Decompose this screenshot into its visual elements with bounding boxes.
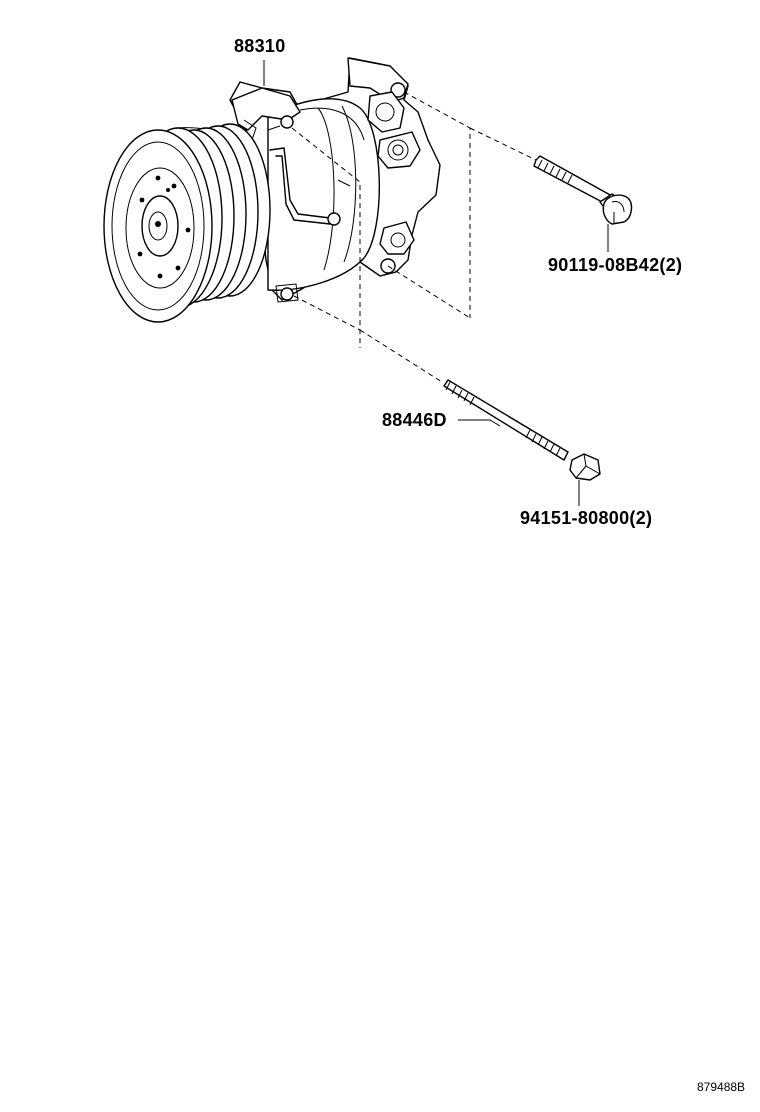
stud-bolt-88446d (443, 379, 569, 461)
part-number-94151-80800[interactable]: 94151-80800(2) (520, 508, 653, 528)
part-number-88446d[interactable]: 88446D (382, 410, 447, 430)
phantom-lines (291, 91, 541, 383)
nut-94151-80800 (569, 453, 601, 481)
leader-lines (263, 60, 609, 506)
part-number-90119-08b42[interactable]: 90119-08B42(2) (548, 255, 683, 275)
part-number-88310[interactable]: 88310 (234, 36, 286, 56)
diagram-code: 879488B (697, 1080, 746, 1094)
compressor-illustration (103, 57, 441, 323)
bolt-90119-08b42 (533, 155, 633, 225)
